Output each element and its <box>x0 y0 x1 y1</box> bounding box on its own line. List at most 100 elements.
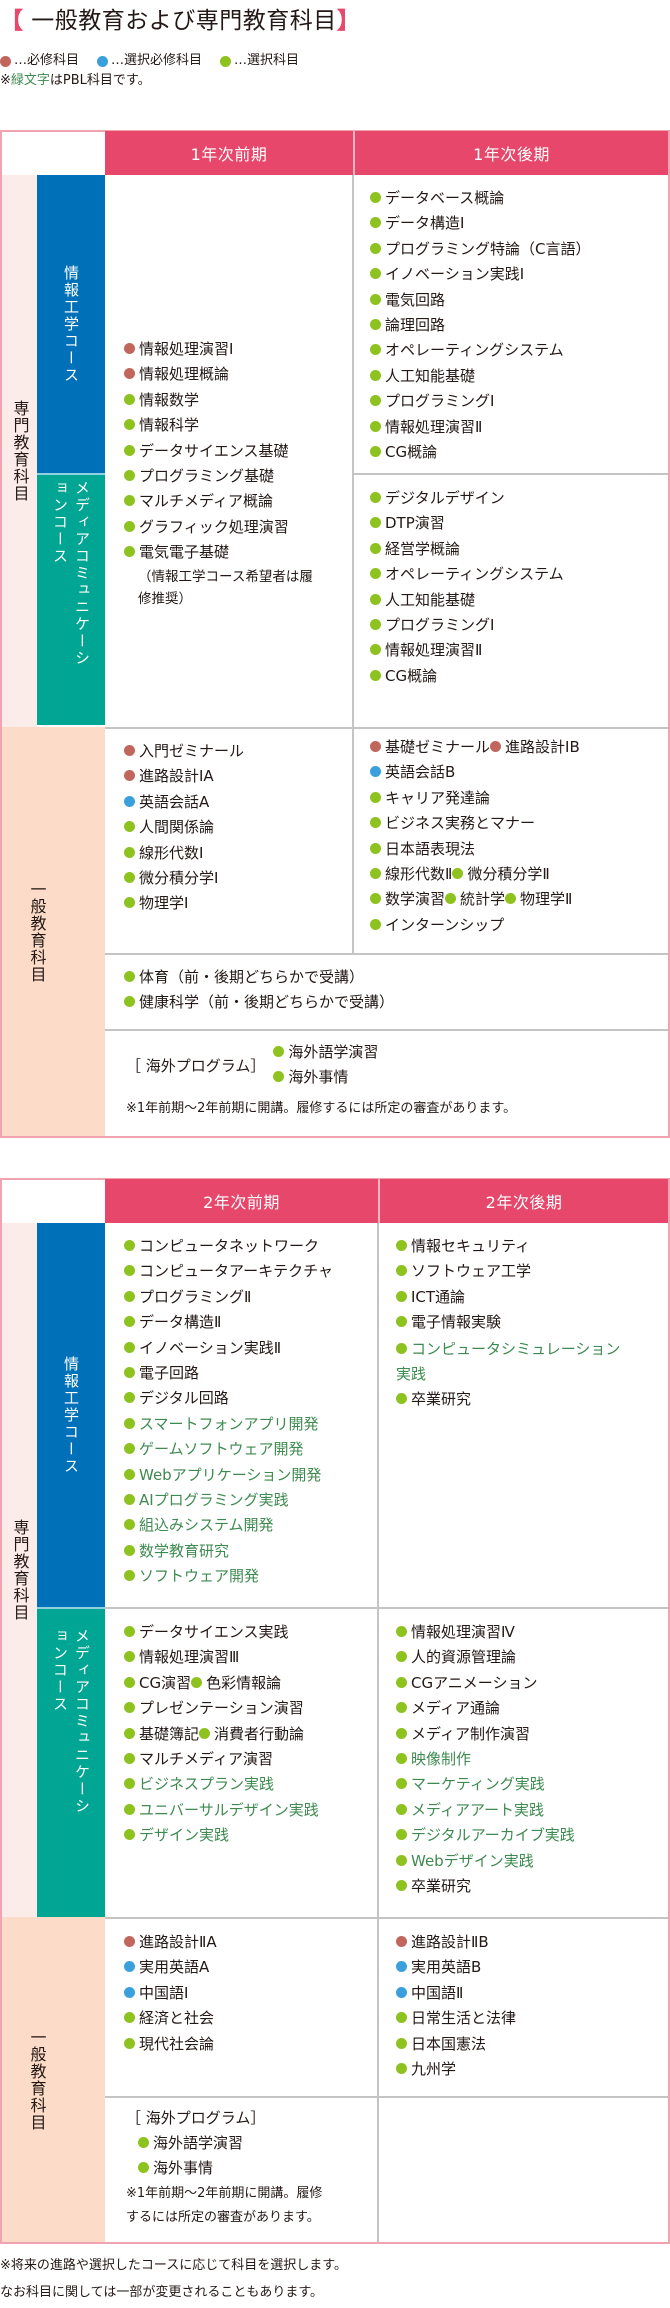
course-media-label: メディアコミュニケーションコース <box>51 1628 91 1815</box>
course-item: DTP演習 <box>370 511 445 536</box>
elective-dot-icon <box>396 1265 407 1277</box>
elective-dot-icon <box>505 893 517 905</box>
course-name: 情報セキュリティ <box>411 1237 531 1255</box>
list-item: 英語会話B <box>370 760 665 785</box>
pbl-note-prefix: ※ <box>0 73 11 88</box>
course-name: 中国語Ⅰ <box>139 1983 189 2002</box>
pbl-note-suffix: はPBL科目です。 <box>49 73 151 88</box>
course-name: 卒業研究 <box>411 1390 472 1409</box>
course-name: オペレーティングシステム <box>385 341 564 360</box>
elective-required-dot-icon <box>124 795 135 807</box>
course-item: 電子回路 <box>124 1361 199 1386</box>
list-item: 卒業研究 <box>396 1387 666 1412</box>
course-name: 体育（前・後期どちらかで受講） <box>139 968 365 986</box>
required-dot-icon <box>490 741 502 752</box>
list-item: 人工知能基礎 <box>370 588 665 613</box>
course-item: 統計学 <box>445 887 505 912</box>
course-item: オペレーティングシステム <box>370 562 564 587</box>
year1-ippan-both-cell: 体育（前・後期どちらかで受講） 健康科学（前・後期どちらかで受講） <box>124 965 664 1016</box>
list-item: 九州学 <box>396 2057 666 2082</box>
elective-dot-icon <box>396 1829 407 1841</box>
course-name: 海外事情 <box>153 2159 214 2178</box>
course-item: ゲームソフトウェア開発 <box>124 1437 304 1462</box>
legend-elective-required: …選択必修科目 <box>97 52 202 70</box>
course-item: データサイエンス基礎 <box>124 439 289 464</box>
course-name: コンピュータネットワーク <box>139 1237 320 1255</box>
course-item: 論理回路 <box>370 313 445 338</box>
elective-dot-icon <box>370 669 381 681</box>
list-item: 海外語学演習 <box>138 2131 376 2156</box>
list-item: DTP演習 <box>370 511 665 536</box>
course-name: オペレーティングシステム <box>385 565 564 584</box>
list-item: ビジネスプラン実践 <box>124 1772 376 1797</box>
course-item: 基礎簿記 <box>124 1722 199 1747</box>
course-name: 卒業研究 <box>411 1877 472 1896</box>
elective-dot-icon <box>124 1265 135 1277</box>
course-item: 英語会話A <box>124 790 209 815</box>
list-item: 入門ゼミナール <box>124 739 349 764</box>
elective-dot-icon <box>124 1544 135 1556</box>
list-item: Webデザイン実践 <box>396 1849 666 1874</box>
course-item: 進路設計ⅡA <box>124 1930 217 1955</box>
course-name: 海外語学演習 <box>153 2134 244 2152</box>
list-item: コンピュータネットワーク <box>124 1234 376 1259</box>
list-item: 進路設計ⅠA <box>124 764 349 789</box>
year1-kaigai-cell: ［ 海外プログラム］ 海外語学演習海外事情 ※1年前期～2年前期に開講。履修する… <box>126 1040 666 1121</box>
course-item: 線形代数Ⅱ <box>370 862 452 887</box>
course-item: 中国語Ⅰ <box>124 1981 188 2006</box>
course-name: CGアニメーション <box>411 1673 538 1692</box>
course-item: 中国語Ⅱ <box>396 1981 463 2006</box>
course-name: プログラミングⅠ <box>385 392 495 411</box>
elective-dot-icon <box>370 192 381 203</box>
course-name: メディア通論 <box>411 1699 500 1718</box>
course-info: 情報工学コース <box>37 175 105 473</box>
course-item: ソフトウェア工学 <box>396 1259 531 1284</box>
list-item: 情報科学 <box>124 413 349 438</box>
course-item: CGアニメーション <box>396 1671 538 1696</box>
elective-dot-icon <box>124 1778 135 1790</box>
course-item: 人間関係論 <box>124 815 214 840</box>
course-name: マルチメディア演習 <box>139 1750 273 1769</box>
elective-dot-icon <box>124 821 135 833</box>
course-name: 健康科学（前・後期どちらかで受講） <box>139 993 395 1012</box>
elective-dot-icon <box>396 1880 407 1892</box>
course-name: 情報処理演習Ⅲ <box>139 1648 240 1667</box>
course-name: 数学演習 <box>385 890 446 909</box>
course-item: デジタルアーカイブ実践 <box>396 1823 575 1848</box>
list-item: 経済と社会 <box>124 2006 376 2031</box>
course-name: イノベーション実践Ⅱ <box>139 1338 282 1357</box>
elective-dot-icon <box>396 1753 407 1765</box>
course-item: Webデザイン実践 <box>396 1849 534 1874</box>
elective-dot-icon <box>124 495 135 507</box>
course-item: CG概論 <box>370 664 437 689</box>
required-dot-icon <box>124 368 135 380</box>
required-dot-icon <box>124 745 135 756</box>
course-name: 進路設計ⅡA <box>139 1933 217 1951</box>
elective-dot-icon <box>124 971 135 982</box>
course-item: プログラミング基礎 <box>124 464 274 489</box>
elective-required-dot-icon <box>124 1961 135 1973</box>
list-item: オペレーティングシステム <box>370 338 665 363</box>
course-name: 英語会話A <box>139 792 210 811</box>
course-name: 映像制作 <box>411 1750 472 1769</box>
elective-dot-icon <box>396 1854 407 1866</box>
elective-dot-icon <box>396 2037 407 2049</box>
course-name: 進路設計ⅠB <box>505 738 580 756</box>
elective-required-dot-icon <box>370 766 381 778</box>
course-item: イノベーション実践Ⅰ <box>370 262 524 287</box>
column-divider <box>377 1223 379 2242</box>
list-item: コンピュータシミュレーション実践 <box>396 1336 626 1388</box>
elective-dot-icon <box>370 918 381 930</box>
course-item: 進路設計ⅠA <box>124 764 214 789</box>
list-item: ユニバーサルデザイン実践 <box>124 1798 376 1823</box>
elective-dot-icon <box>124 846 135 858</box>
course-name: プレゼンテーション演習 <box>139 1699 304 1718</box>
course-item: 進路設計ⅡB <box>396 1930 489 1955</box>
elective-dot-icon <box>396 2063 407 2075</box>
list-item: 進路設計ⅡA <box>124 1930 376 1955</box>
course-item: イノベーション実践Ⅱ <box>124 1336 281 1361</box>
course-item: 経済と社会 <box>124 2006 214 2031</box>
course-item: 組込みシステム開発 <box>124 1513 274 1538</box>
